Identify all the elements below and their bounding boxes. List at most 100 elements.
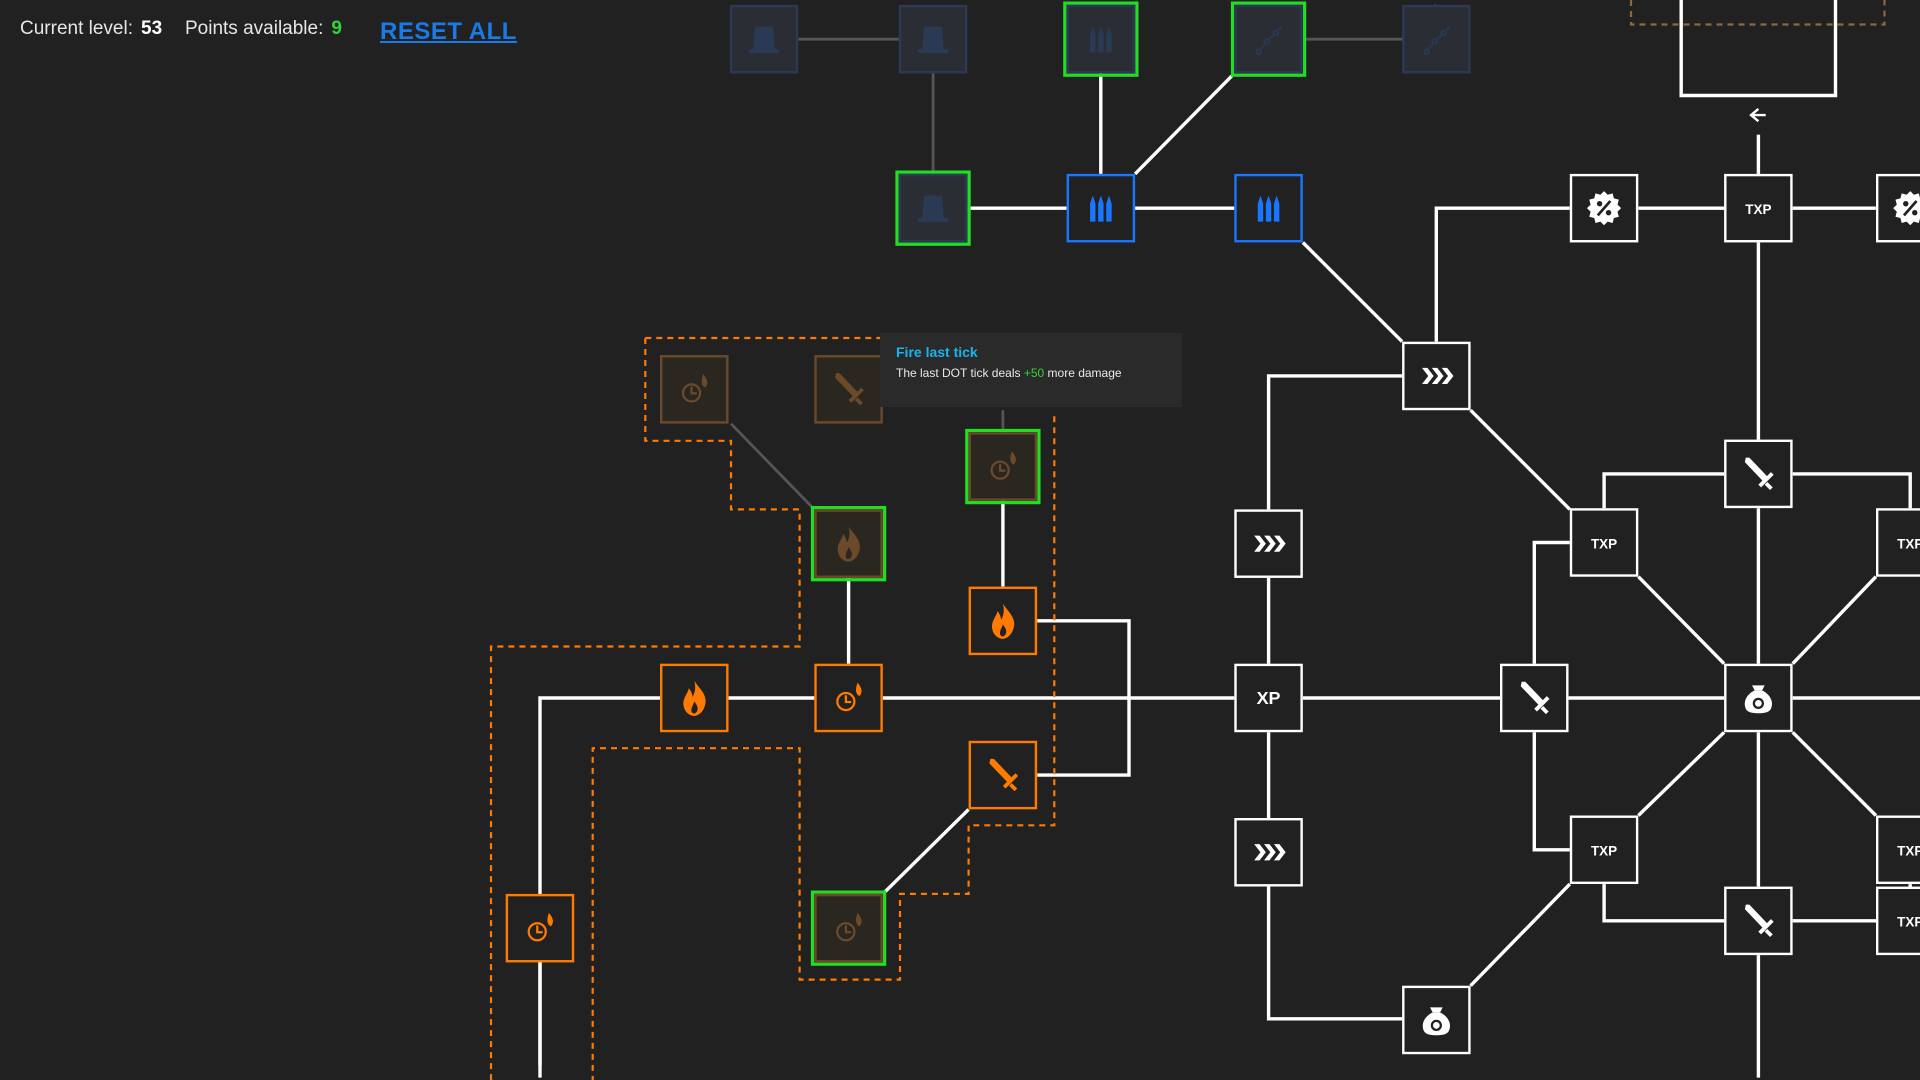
chain-icon — [1255, 26, 1282, 55]
skill-node-percent-badge[interactable] — [1875, 173, 1920, 243]
skill-node-chevrons[interactable] — [1234, 509, 1303, 578]
cluster-outline — [645, 336, 885, 356]
skill-node-txp[interactable]: TXP — [1569, 815, 1639, 885]
skill-node-hat[interactable] — [729, 4, 799, 74]
node-frame — [505, 893, 575, 963]
skill-node-fire[interactable] — [660, 663, 729, 733]
skill-node-txp[interactable]: TXP — [1569, 508, 1639, 577]
skill-connector-active — [1301, 241, 1404, 343]
node-frame — [1875, 508, 1920, 577]
sword-icon — [989, 758, 1019, 792]
current-level-label: Current level: — [20, 18, 133, 39]
chevrons-icon — [1254, 535, 1286, 552]
skill-node-timer-fire[interactable] — [660, 355, 729, 424]
skill-connector-active — [1469, 882, 1572, 987]
skill-node-chevrons[interactable] — [1234, 818, 1303, 887]
skill-connector-active — [1791, 575, 1878, 665]
chevrons-icon — [1421, 367, 1454, 385]
node-frame — [1402, 341, 1471, 411]
node-frame — [1402, 985, 1471, 1055]
timer-fire-icon — [836, 682, 862, 712]
bullets-icon — [1257, 195, 1280, 222]
node-frame — [968, 432, 1038, 501]
skill-node-bullets[interactable] — [1063, 1, 1139, 77]
available-outline — [1063, 1, 1139, 77]
current-level-value: 53 — [141, 18, 163, 39]
skill-node-chain[interactable] — [1230, 1, 1307, 77]
skill-node-txp[interactable]: TXP — [1875, 815, 1920, 885]
skill-node-timer-fire[interactable] — [505, 893, 575, 963]
skill-node-timer-fire[interactable] — [810, 890, 887, 966]
skill-connector-active — [1266, 374, 1403, 510]
skill-node-percent-badge[interactable] — [1569, 173, 1639, 243]
skill-node-txp[interactable]: TXP — [1875, 508, 1920, 577]
skill-connector-locked — [729, 422, 816, 511]
sword-icon — [1744, 904, 1774, 938]
skill-connector-active — [1469, 408, 1572, 511]
node-frame — [1875, 886, 1920, 956]
skill-node-timer-fire[interactable] — [965, 428, 1041, 505]
skill-node-money-bag[interactable] — [1402, 985, 1471, 1055]
percent-badge-icon — [1586, 191, 1622, 226]
back-arrow-icon[interactable] — [1749, 108, 1766, 123]
skill-connector-active — [1037, 619, 1131, 777]
skill-connector-active — [1133, 74, 1234, 176]
txp-icon: TXP — [1591, 844, 1617, 859]
skill-node-hat[interactable] — [895, 170, 971, 246]
sword-icon — [835, 373, 864, 406]
skill-node-sword[interactable] — [968, 740, 1038, 810]
timer-fire-icon — [990, 451, 1016, 480]
available-outline — [965, 428, 1041, 505]
skill-node-hat[interactable] — [898, 4, 968, 74]
skill-node-txp[interactable]: TXP — [1724, 173, 1793, 243]
points-available-label: Points available: — [185, 18, 324, 39]
skill-node-xp[interactable]: XP — [1234, 663, 1303, 733]
node-frame — [814, 663, 883, 733]
skill-connector-active — [1532, 540, 1570, 664]
skill-node-sword[interactable] — [1499, 663, 1569, 733]
cluster-outline — [489, 338, 801, 1080]
skill-connector-active — [1679, 0, 1838, 98]
skill-connector-active — [538, 696, 660, 1066]
skill-node-bullets[interactable] — [1066, 173, 1136, 243]
node-frame — [1724, 439, 1793, 509]
skill-node-timer-fire[interactable] — [814, 663, 883, 733]
bullets-icon — [1090, 195, 1112, 222]
node-frame — [1724, 173, 1793, 243]
skill-node-money-bag[interactable] — [1724, 663, 1793, 733]
txp-icon: TXP — [1897, 844, 1920, 859]
skill-tooltip: Fire last tick The last DOT tick deals +… — [880, 333, 1182, 407]
skill-node-chain[interactable] — [1402, 4, 1471, 74]
hat-icon — [748, 26, 780, 54]
reset-all-button[interactable]: RESET ALL — [380, 18, 517, 45]
skill-node-fire[interactable] — [968, 586, 1038, 656]
skill-node-chevrons[interactable] — [1402, 341, 1471, 411]
node-frame — [1234, 663, 1303, 733]
fire-icon — [683, 680, 706, 716]
hat-icon — [917, 26, 949, 54]
available-outline — [1230, 1, 1307, 77]
tooltip-title: Fire last tick — [896, 344, 978, 360]
skill-node-sword[interactable] — [1724, 439, 1793, 509]
skill-node-bullets[interactable] — [1234, 173, 1303, 243]
cluster-outline — [1629, 0, 1886, 26]
skill-node-fire[interactable] — [810, 506, 887, 582]
percent-badge-icon — [1893, 191, 1920, 226]
skill-connector-active — [1637, 575, 1726, 665]
node-frame — [1875, 815, 1920, 885]
skill-node-layer: TXP XP TXP TXP TXP TXP TXP — [505, 1, 1920, 1055]
skill-connector-active — [1791, 731, 1878, 817]
txp-icon: TXP — [1591, 536, 1617, 551]
skill-node-sword[interactable] — [814, 355, 883, 424]
skill-connector-active — [1602, 884, 1725, 923]
node-frame — [1234, 509, 1303, 578]
node-frame — [814, 893, 883, 963]
money-bag-icon — [1744, 685, 1772, 714]
skill-node-txp[interactable]: TXP — [1875, 886, 1920, 956]
skill-node-sword[interactable] — [1724, 886, 1793, 956]
txp-icon: TXP — [1897, 915, 1920, 930]
fire-icon — [837, 526, 860, 562]
timer-fire-icon — [681, 374, 708, 403]
